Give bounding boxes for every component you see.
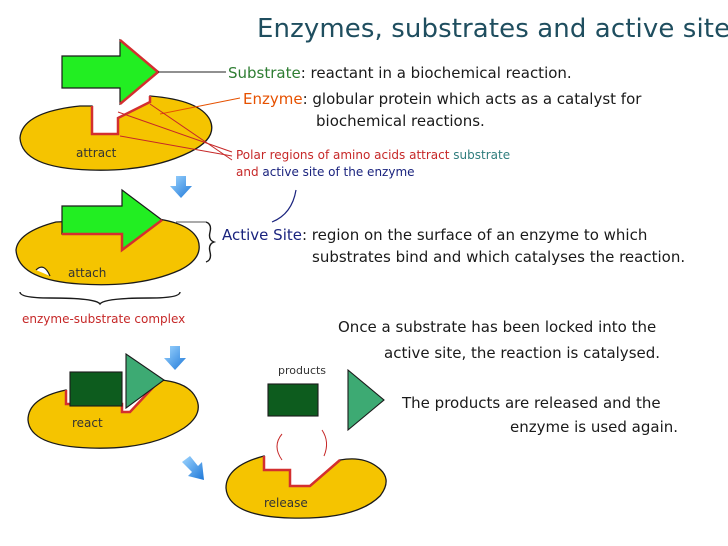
label-products: products [278,364,327,377]
active-site-leader-curve [271,189,297,223]
active-site-term: Active Site [222,226,302,244]
label-attract: attract [76,146,117,160]
polar-leader-line-2 [119,135,233,157]
product-block-released [267,383,319,417]
stage-react [27,352,199,449]
label-react: react [72,416,103,430]
enzyme-leader-line [159,97,241,115]
active-site-edge-release [262,456,341,488]
enzyme-shape-attract [19,95,213,171]
active-site-definition: Active Site: region on the surface of an… [222,226,647,244]
notch-attach [35,266,51,277]
label-complex: enzyme-substrate complex [22,312,186,326]
polar-leader-line-3 [149,103,233,161]
substrate-arrow-attract [61,38,159,106]
active-site-edge-attract [90,96,152,136]
polar-substrate-word: substrate [453,148,511,162]
polar-text-2a: and [236,165,263,179]
substrate-definition: Substrate: reactant in a biochemical rea… [228,64,572,82]
complex-brace [19,291,181,306]
note-locked-1: Once a substrate has been locked into th… [338,318,657,336]
product-triangle-react [125,352,165,410]
active-site-def-text-2: substrates bind and which catalyses the … [312,248,686,266]
polar-arc-left [276,433,283,461]
substrate-def-text: : reactant in a biochemical reaction. [300,64,572,82]
enzyme-shape-react [27,379,199,449]
stage-attract [19,38,213,171]
polar-arc-right [321,429,328,457]
enzyme-shape-attach [15,217,200,286]
enzyme-def-text-2: biochemical reactions. [316,112,485,130]
enzyme-def-text-1: : globular protein which acts as a catal… [302,90,642,108]
active-site-edge-react [64,379,161,414]
product-triangle-released [347,368,385,432]
polar-text-line-2: and active site of the enzyme [236,165,415,179]
label-attach: attach [68,266,107,280]
flow-arrow-2 [164,346,186,370]
stage-attach [15,188,217,286]
flow-arrow-1 [170,176,192,198]
stage-release [225,368,387,519]
product-block-react [69,371,123,407]
polar-leader-line-1 [117,111,233,153]
note-released-2: enzyme is used again. [510,418,679,436]
flow-arrow-3 [182,456,204,480]
substrate-term: Substrate [228,64,301,82]
page-title: Enzymes, substrates and active sites [257,14,728,44]
active-site-def-text-1: : region on the surface of an enzyme to … [301,226,648,244]
enzyme-term: Enzyme [243,90,303,108]
polar-active-site-word: active site of the enzyme [262,165,415,179]
polar-text-1a: Polar regions of amino acids attract [236,148,454,162]
active-site-brace [205,221,217,263]
polar-text-line-1: Polar regions of amino acids attract sub… [236,148,510,162]
label-release: release [264,496,308,510]
enzyme-definition: Enzyme: globular protein which acts as a… [243,90,641,108]
bound-edge-attach [62,219,163,253]
note-released-1: The products are released and the [402,394,661,412]
note-locked-2: active site, the reaction is catalysed. [384,344,661,362]
